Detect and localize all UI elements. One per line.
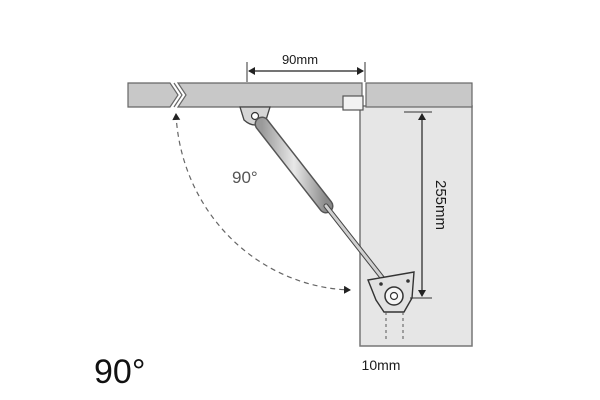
- lid-panel-left: [127, 82, 179, 108]
- bottom-mount-pivot-inner: [389, 291, 399, 301]
- bottom-mount-screw-right: [406, 279, 410, 283]
- swing-angle-label: 90°: [232, 168, 258, 187]
- swing-angle-arc: [172, 113, 351, 294]
- lid-panel-right: [365, 82, 473, 108]
- top-dimension-label: 90mm: [282, 52, 318, 67]
- bottom-dimension-label: 10mm: [362, 357, 401, 373]
- vertical-dimension-label: 255mm: [432, 180, 449, 230]
- cabinet-side-panel: [359, 105, 473, 347]
- lid-panel-break-mark: [173, 82, 183, 108]
- corner-angle-caption: 90°: [94, 353, 145, 391]
- bottom-mount-screw-left: [379, 282, 383, 286]
- lid-panel-main: [176, 82, 363, 108]
- lid-catch-block: [342, 95, 364, 111]
